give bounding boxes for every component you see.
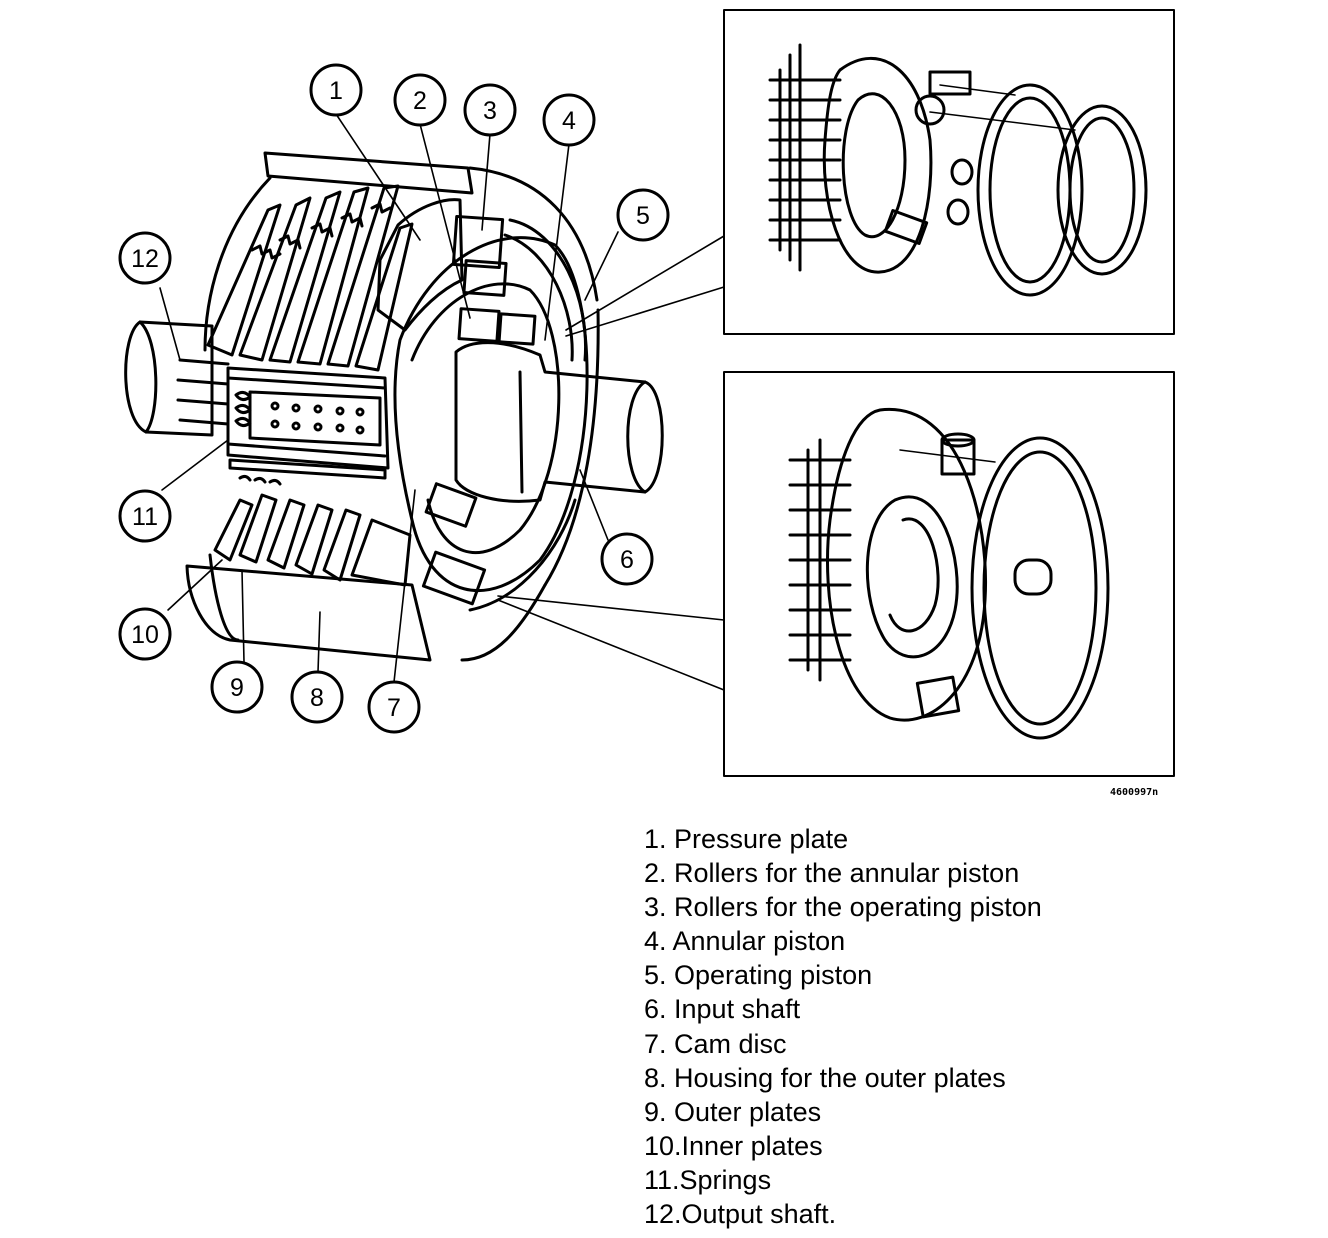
callout-label-12: 12: [131, 245, 159, 273]
clutch-assembly: [124, 151, 664, 662]
callout-label-5: 5: [636, 202, 650, 230]
callout-4: [542, 93, 596, 147]
callout-5: [616, 188, 670, 242]
callout-label-3: 3: [483, 97, 497, 125]
callout-numbers: 1 2 3 4 5 6 7 8 9 10 11 12: [131, 77, 650, 722]
callout-label-2: 2: [413, 87, 427, 115]
output-shaft: [124, 320, 214, 437]
callout-10: [118, 607, 172, 661]
annular-piston: [503, 218, 588, 362]
callout-11: [118, 489, 172, 543]
callout-label-6: 6: [620, 546, 634, 574]
legend-item: 11.Springs: [644, 1164, 772, 1195]
spring-hub: [226, 366, 390, 480]
callout-9: [210, 660, 264, 714]
legend-item: 1. Pressure plate: [644, 824, 849, 854]
pressure-plate: [376, 198, 464, 332]
callout-label-7: 7: [387, 694, 401, 722]
callout-label-1: 1: [329, 77, 343, 105]
callout-label-11: 11: [132, 503, 158, 531]
legend-item: 7. Cam disc: [644, 1028, 787, 1059]
outer-housing: [203, 176, 272, 352]
callout-7: [367, 680, 421, 734]
callout-circles: [118, 63, 670, 734]
callout-3: [463, 83, 517, 137]
callout-12: [118, 231, 172, 285]
legend-item: 6. Input shaft: [644, 994, 801, 1025]
parts-legend: 1. Pressure plate 2. Rollers for the ann…: [644, 822, 1042, 1231]
rollers-upper: [451, 214, 537, 346]
plate-stack-upper: [206, 184, 414, 372]
callout-1: [309, 63, 363, 117]
callout-8: [290, 670, 344, 724]
housing-outer-plates: [185, 564, 432, 662]
legend-item: 5. Operating piston: [644, 960, 873, 991]
callout-6: [600, 532, 654, 586]
legend-item: 4. Annular piston: [644, 926, 846, 957]
rollers-lower: [421, 482, 487, 606]
callout-label-9: 9: [230, 674, 244, 702]
legend-item: 12.Output shaft.: [644, 1199, 837, 1230]
callout-2: [393, 73, 447, 127]
legend-item: 9. Outer plates: [644, 1096, 822, 1127]
input-shaft: [454, 341, 664, 503]
plate-stack-lower: [213, 474, 412, 587]
callout-label-8: 8: [310, 684, 324, 712]
legend-item: 3. Rollers for the operating piston: [644, 892, 1042, 923]
leader-lines: [159, 113, 725, 691]
legend-item: 2. Rollers for the annular piston: [644, 858, 1020, 889]
callout-label-10: 10: [131, 621, 159, 649]
figure-code: 4600997n: [1110, 787, 1159, 798]
detail-window-top: [723, 9, 1175, 335]
legend-item: 8. Housing for the outer plates: [644, 1062, 1006, 1093]
callout-label-4: 4: [562, 107, 576, 135]
detail-window-bottom: [723, 371, 1175, 777]
legend-item: 10.Inner plates: [644, 1130, 823, 1161]
